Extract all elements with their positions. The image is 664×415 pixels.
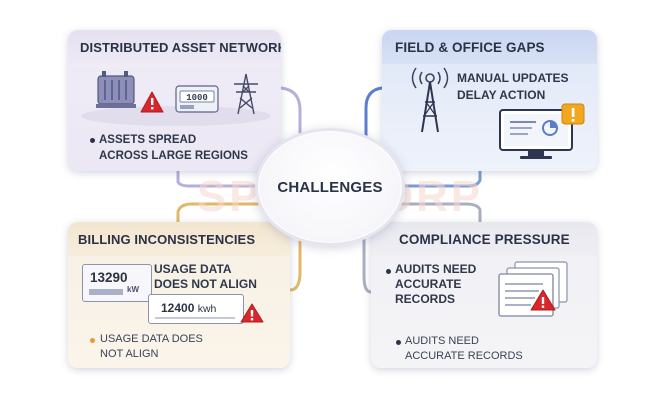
card-title: DISTRIBUTED ASSET NETWORKS [80, 40, 281, 55]
card-note-line: AUDITS NEED [405, 335, 479, 347]
connector-bottom-left-inner [288, 230, 302, 292]
card-point-line: ACROSS LARGE REGIONS [99, 150, 248, 162]
connector-bottom-right [396, 202, 482, 224]
reading-b-value: 12400 [161, 301, 195, 315]
card-point: USAGE DATA DOES NOT ALIGN [154, 262, 257, 292]
bill-icon: 13290 kW [82, 264, 152, 302]
card-point-line: USAGE DATA [154, 262, 232, 276]
center-node: CHALLENGES [255, 128, 405, 246]
connector-top-left-inner [176, 169, 260, 188]
card-note: USAGE DATA DOES NOT ALIGN [100, 332, 203, 362]
card-point: MANUAL UPDATES DELAY ACTION [457, 70, 569, 104]
card-title-band [68, 30, 281, 64]
card-compliance-pressure: COMPLIANCE PRESSURE AUDITS NEED ACCURATE… [371, 222, 597, 368]
monitor-icon [499, 109, 573, 159]
reading-b: 12400 kwh [161, 301, 216, 315]
card-point: ASSETS SPREAD ACROSS LARGE REGIONS [99, 132, 248, 164]
card-billing-inconsistencies: BILLING INCONSISTENCIES 13290 kW USAGE D… [68, 222, 290, 368]
card-note-line: NOT ALIGN [100, 348, 159, 360]
warning-icon [240, 303, 264, 323]
card-field-office-gaps: FIELD & OFFICE GAPS MANUAL UPDATES DELAY… [382, 30, 597, 171]
card-note: AUDITS NEED ACCURATE RECORDS [405, 334, 523, 364]
card-point-line: ASSETS SPREAD [99, 134, 197, 146]
card-title-band [68, 222, 290, 256]
connector-bottom-right-inner [362, 234, 373, 294]
card-title-band [382, 30, 597, 64]
card-title: BILLING INCONSISTENCIES [78, 232, 256, 247]
bullet-dot [396, 340, 401, 345]
reading-a-unit: kW [127, 285, 139, 294]
warning-icon [530, 289, 556, 311]
card-point-line: DOES NOT ALIGN [154, 277, 257, 291]
bullet-dot [90, 338, 95, 343]
power-tower-icon [234, 73, 258, 115]
bullet-dot [90, 138, 95, 143]
transformer-icon [96, 71, 136, 108]
divider [155, 317, 235, 319]
bullet-dot [386, 269, 391, 274]
card-point-line: DELAY ACTION [457, 88, 546, 102]
reading-a: 13290 [90, 270, 128, 285]
radio-tower-icon [411, 67, 449, 133]
meter-digits: 1000 [186, 93, 208, 103]
card-point: AUDITS NEED ACCURATE RECORDS [395, 262, 476, 307]
card-title: COMPLIANCE PRESSURE [399, 232, 570, 247]
card-title-band [371, 222, 597, 256]
card-point-line: AUDITS NEED [395, 262, 477, 276]
asset-illustration: 1000 [81, 71, 271, 126]
card-point-line: MANUAL UPDATES [457, 71, 569, 85]
card-point-line: ACCURATE [395, 277, 462, 291]
connector-top-right-inner [401, 169, 482, 188]
card-title: FIELD & OFFICE GAPS [395, 40, 545, 55]
card-note-line: ACCURATE RECORDS [405, 350, 523, 362]
meter-icon [175, 85, 219, 113]
warning-icon [561, 103, 585, 125]
reading-a-bar [89, 289, 123, 295]
connector-top-left [279, 86, 302, 160]
card-point-line: RECORDS [395, 292, 456, 306]
reading-b-unit: kwh [197, 303, 217, 315]
card-note-line: USAGE DATA DOES [100, 333, 203, 345]
card-distributed-asset-networks: DISTRIBUTED ASSET NETWORKS 1000 [68, 30, 281, 171]
center-label: CHALLENGES [277, 179, 383, 196]
connector-bottom-left [176, 202, 264, 224]
warning-icon [140, 91, 164, 113]
bill-icon: 12400 kwh [148, 294, 244, 324]
connector-top-right [364, 86, 384, 154]
